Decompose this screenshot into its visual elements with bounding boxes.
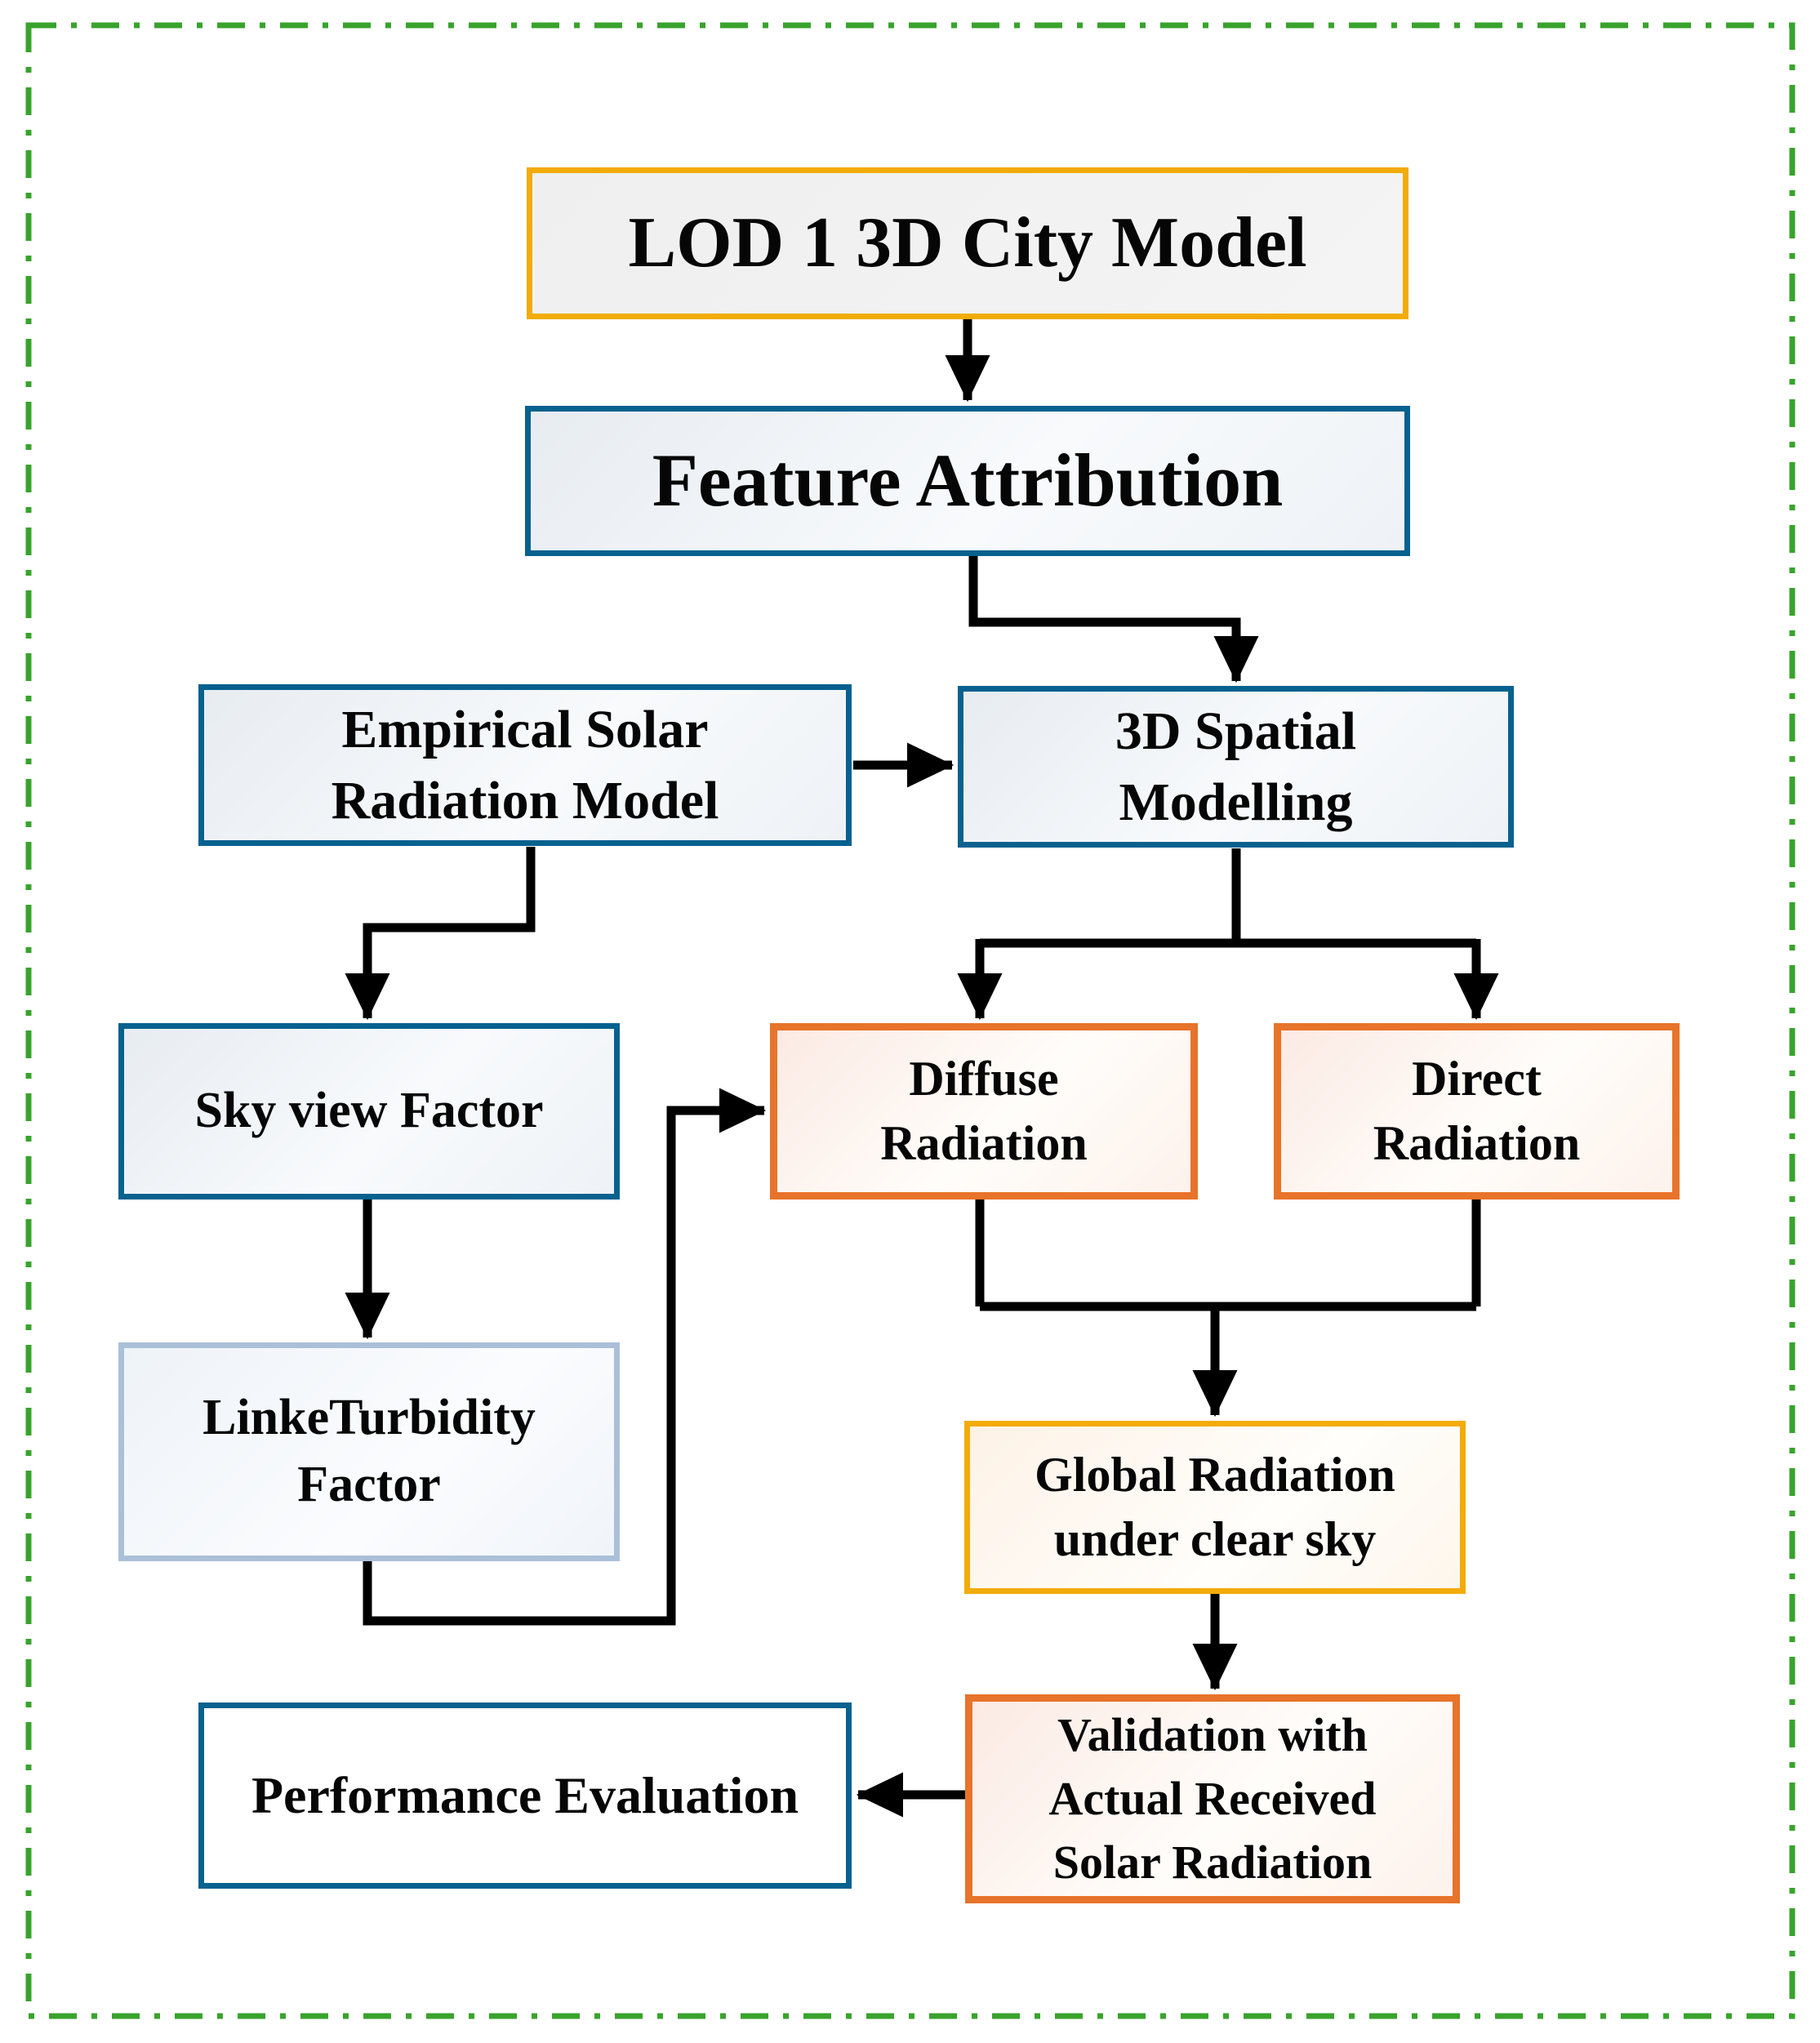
node-diffuse-radiation: Diffuse Radiation (770, 1023, 1198, 1200)
node-direct-radiation: Direct Radiation (1274, 1023, 1680, 1200)
node-global-radiation-clear-sky: Global Radiation under clear sky (964, 1421, 1466, 1594)
node-linke-turbidity-factor: LinkeTurbidity Factor (118, 1342, 620, 1561)
arrow-feature-to-spatial (968, 556, 1259, 683)
node-lod-1-3d-city-model: LOD 1 3D City Model (527, 167, 1408, 319)
arrow-linke-to-diffuse (363, 1088, 767, 1626)
dashed-border (25, 22, 1796, 2019)
node-empirical-solar-radiation-model: Empirical Solar Radiation Model (198, 684, 852, 846)
node-performance-evaluation: Performance Evaluation (198, 1702, 852, 1889)
node-sky-view-factor: Sky view Factor (118, 1023, 620, 1200)
connector-spatial-split (980, 848, 1476, 948)
connector-radiation-merge (975, 1200, 1481, 1311)
arrow-empirical-to-skyview (345, 847, 536, 1021)
node-validation-actual-solar-radiation: Validation with Actual Received Solar Ra… (965, 1694, 1460, 1903)
node-3d-spatial-modelling: 3D Spatial Modelling (958, 686, 1514, 848)
node-feature-attribution: Feature Attribution (525, 406, 1410, 556)
